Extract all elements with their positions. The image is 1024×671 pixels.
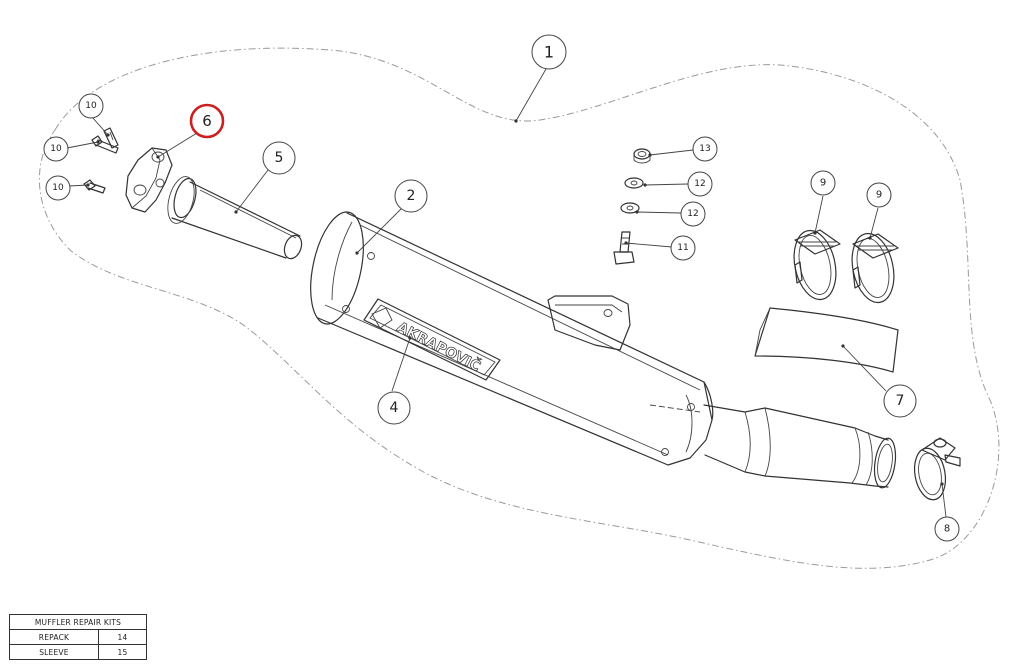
leader-lines — [66, 68, 947, 518]
svg-text:8: 8 — [944, 524, 950, 535]
callout-9b: 9 — [866, 182, 892, 208]
clamps-9 — [793, 229, 899, 304]
svg-text:9: 9 — [820, 178, 826, 189]
table-row: REPACK 14 — [9, 629, 148, 645]
callout-9a: 9 — [810, 170, 836, 196]
callout-6-highlighted: 6 — [189, 103, 225, 139]
screws-10 — [83, 127, 119, 194]
callout-2: 2 — [394, 179, 428, 213]
table-row: SLEEVE 15 — [9, 644, 148, 660]
svg-text:10: 10 — [52, 183, 64, 193]
svg-text:6: 6 — [202, 112, 212, 130]
kit-name: SLEEVE — [9, 644, 99, 660]
mounting-hardware — [613, 148, 651, 265]
callout-12b: 12 — [680, 201, 706, 227]
insert-tube — [167, 176, 303, 260]
muffler-body: AKRAPOVIČ — [310, 211, 714, 466]
clamp-8 — [913, 437, 961, 501]
link-pipe — [703, 404, 897, 489]
callout-13: 13 — [692, 136, 718, 162]
callout-4: 4 — [377, 391, 411, 425]
callout-10a: 10 — [78, 93, 104, 119]
callout-11: 11 — [670, 235, 696, 261]
svg-text:13: 13 — [699, 144, 710, 154]
svg-text:5: 5 — [275, 150, 284, 166]
callout-12a: 12 — [687, 171, 713, 197]
callout-10c: 10 — [45, 175, 71, 201]
svg-text:12: 12 — [694, 179, 705, 189]
kit-number: 14 — [97, 629, 148, 645]
callout-8: 8 — [934, 516, 960, 542]
kit-number: 15 — [97, 644, 148, 660]
svg-text:1: 1 — [544, 43, 554, 62]
svg-text:11: 11 — [677, 243, 688, 253]
callout-7: 7 — [883, 384, 917, 418]
end-cap — [125, 147, 173, 213]
repair-kits-table: MUFFLER REPAIR KITS REPACK 14 SLEEVE 15 — [9, 614, 148, 660]
callout-1: 1 — [531, 34, 567, 70]
callout-5: 5 — [262, 141, 296, 175]
svg-text:10: 10 — [85, 101, 97, 111]
svg-text:12: 12 — [687, 209, 698, 219]
repair-kits-title: MUFFLER REPAIR KITS — [9, 614, 147, 630]
kit-name: REPACK — [9, 629, 99, 645]
assembly-boundary — [38, 47, 1000, 569]
svg-text:10: 10 — [50, 144, 62, 154]
svg-text:2: 2 — [407, 188, 416, 204]
svg-text:9: 9 — [876, 190, 882, 201]
svg-text:7: 7 — [896, 393, 905, 409]
callout-10b: 10 — [43, 136, 69, 162]
sleeve-7 — [754, 307, 899, 373]
repair-kits-title-row: MUFFLER REPAIR KITS — [9, 614, 147, 630]
svg-text:4: 4 — [390, 400, 399, 416]
